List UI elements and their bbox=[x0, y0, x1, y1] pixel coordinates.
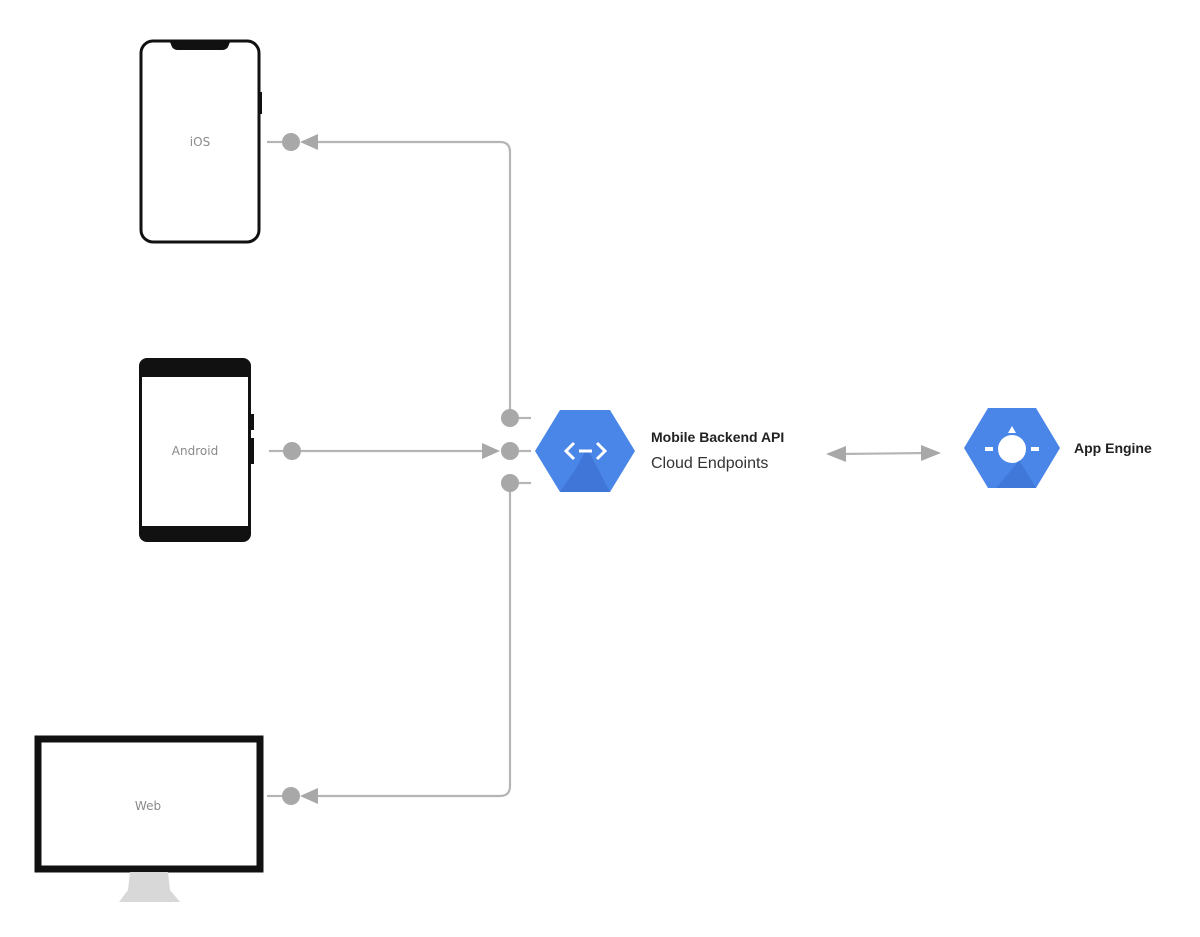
ios-side-button bbox=[259, 92, 262, 114]
android-arrow-head bbox=[482, 443, 500, 459]
ios-notch bbox=[170, 42, 230, 50]
android-label: Android bbox=[172, 444, 218, 458]
endpoints-title: Mobile Backend API bbox=[651, 429, 784, 445]
web-arrow-head bbox=[300, 788, 318, 804]
android-volume-button bbox=[251, 438, 254, 464]
android-screen bbox=[142, 377, 248, 526]
ios-label: iOS bbox=[190, 135, 210, 149]
ios-device: iOS bbox=[139, 39, 262, 244]
web-device: Web bbox=[34, 735, 264, 902]
cloud-endpoints-icon bbox=[535, 410, 635, 492]
ios-connector-dot bbox=[501, 409, 519, 427]
web-label: Web bbox=[135, 799, 161, 813]
android-side-button bbox=[251, 414, 254, 430]
ios-arrow-head bbox=[300, 134, 318, 150]
monitor-stand bbox=[119, 872, 180, 902]
endpoints-subtitle: Cloud Endpoints bbox=[651, 455, 768, 472]
app-engine-title: App Engine bbox=[1074, 440, 1152, 456]
left-arrow-head bbox=[826, 446, 846, 462]
endpoints-appengine-connector bbox=[826, 445, 941, 462]
app-engine-icon bbox=[964, 408, 1060, 488]
android-connector-dot bbox=[501, 442, 519, 460]
android-device: Android bbox=[139, 358, 254, 542]
right-arrow-head bbox=[921, 445, 941, 461]
ios-connector bbox=[267, 133, 531, 427]
android-connector bbox=[269, 442, 531, 460]
web-connector bbox=[267, 474, 531, 805]
web-connector-dot bbox=[501, 474, 519, 492]
